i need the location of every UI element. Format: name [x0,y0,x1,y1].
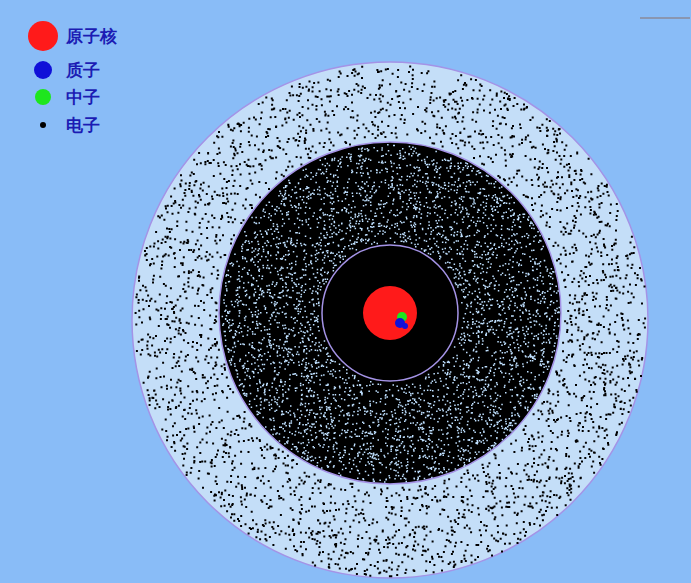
neutron-swatch [35,89,51,105]
proton [402,323,408,329]
legend-label: 中子 [66,87,100,107]
corner-line [640,17,690,19]
electron-swatch [40,122,46,128]
middle-shell [219,142,561,484]
outer-shell [132,62,648,578]
outer-electron-dots [135,65,646,577]
inner-shell [322,245,458,381]
proton-swatch [34,61,52,79]
nucleus-swatch [28,21,58,51]
legend-label: 质子 [66,60,100,80]
middle-dots [222,144,560,483]
nucleus [363,286,417,340]
legend-label: 电子 [66,115,100,135]
legend-label: 原子核 [66,26,117,46]
